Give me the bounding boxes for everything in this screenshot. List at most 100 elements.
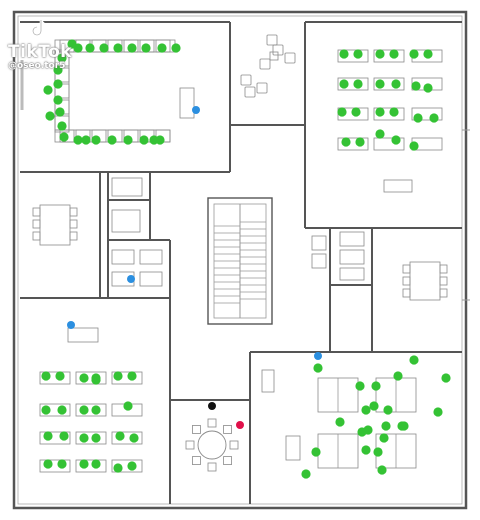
stairwell: [207, 197, 273, 325]
outer-wall-inner: [17, 15, 463, 505]
occupied-seat-marker: [375, 129, 385, 139]
toilet: [111, 249, 135, 265]
building-walls: [12, 10, 470, 510]
teacher-desk: [67, 327, 99, 343]
occupied-seat-marker: [391, 79, 401, 89]
chair: [402, 288, 411, 298]
desk-pair: [373, 49, 405, 63]
occupied-seat-marker: [43, 85, 53, 95]
occupied-seat-marker: [353, 79, 363, 89]
teacher-desk: [179, 87, 195, 119]
meeting-table: [39, 204, 71, 246]
side-table: [269, 51, 279, 61]
desk-pair: [75, 403, 107, 417]
occupied-seat-marker: [141, 43, 151, 53]
desk-pair: [373, 107, 405, 121]
occupied-seat-marker: [149, 135, 159, 145]
furniture-layer: [20, 34, 448, 473]
occupied-seat-marker: [85, 43, 95, 53]
occupied-seat-marker: [99, 43, 109, 53]
chair: [402, 264, 411, 274]
occupied-seat-marker: [377, 465, 387, 475]
occupied-seat-marker: [301, 469, 311, 479]
occupied-seat-marker: [79, 405, 89, 415]
desk-pair: [411, 107, 443, 121]
chair: [192, 456, 201, 465]
occupied-seat-marker: [157, 43, 167, 53]
occupied-seat-marker: [107, 135, 117, 145]
occupied-seat-marker: [391, 135, 401, 145]
occupied-seat-marker: [127, 371, 137, 381]
occupied-seat-marker: [91, 135, 101, 145]
desk-pair: [39, 403, 71, 417]
chair: [69, 219, 78, 229]
occupied-seat-marker: [357, 427, 367, 437]
occupied-seat-marker: [129, 433, 139, 443]
occupied-seat-marker: [113, 463, 123, 473]
occupied-seat-marker: [339, 79, 349, 89]
toilet-stall: [111, 209, 141, 233]
chair: [439, 276, 448, 286]
occupied-seat-marker: [53, 79, 63, 89]
occupied-seat-marker: [91, 373, 101, 383]
chair: [207, 418, 217, 428]
desk-pair: [111, 459, 143, 473]
tiktok-watermark: TikTok @oseo.tor5: [8, 44, 72, 71]
staff-marker-blue: [314, 352, 322, 360]
occupied-seat-marker: [57, 53, 67, 63]
occupied-seat-marker: [361, 405, 371, 415]
occupied-seat-marker: [53, 95, 63, 105]
chair: [439, 264, 448, 274]
occupied-seat-marker: [371, 381, 381, 391]
chair: [192, 425, 201, 434]
occupied-seat-marker: [361, 445, 371, 455]
staff-marker-blue: [67, 321, 75, 329]
lounge-chair: [284, 52, 296, 64]
occupied-seat-marker: [375, 107, 385, 117]
occupied-seat-marker: [123, 135, 133, 145]
occupied-seat-marker: [113, 43, 123, 53]
desk-pair: [337, 137, 369, 151]
desk-pair: [373, 77, 405, 91]
occupied-seat-marker: [355, 137, 365, 147]
occupied-seat-marker: [423, 83, 433, 93]
occupied-seat-marker: [379, 433, 389, 443]
desk: [54, 51, 70, 67]
watermark-handle: @oseo.tor5: [8, 61, 66, 71]
occupied-seat-marker: [381, 421, 391, 431]
staff-marker-blue: [127, 275, 135, 283]
toilet: [139, 271, 163, 287]
chair: [439, 288, 448, 298]
occupied-seat-marker: [393, 371, 403, 381]
lounge-chair: [244, 86, 256, 98]
chair: [207, 462, 217, 472]
toilet-stall: [339, 267, 365, 281]
occupied-seat-marker: [79, 459, 89, 469]
occupied-seat-marker: [337, 107, 347, 117]
occupant-markers: [41, 39, 451, 479]
occupied-seat-marker: [79, 433, 89, 443]
occupied-seat-marker: [139, 135, 149, 145]
occupied-seat-marker: [91, 433, 101, 443]
occupied-seat-marker: [57, 405, 67, 415]
toilet: [311, 253, 327, 269]
toilet: [311, 235, 327, 251]
teacher-desk: [383, 179, 413, 193]
occupied-seat-marker: [73, 135, 83, 145]
occupied-seat-marker: [57, 459, 67, 469]
chair: [223, 425, 232, 434]
chair: [185, 440, 195, 450]
lounge-chair: [256, 82, 268, 94]
desk-pair: [39, 459, 71, 473]
chair: [32, 231, 41, 241]
occupied-seat-marker: [429, 113, 439, 123]
occupied-seat-marker: [45, 111, 55, 121]
occupied-seat-marker: [335, 417, 345, 427]
occupied-seat-marker: [127, 461, 137, 471]
occupied-seat-marker: [375, 79, 385, 89]
occupied-seat-marker: [41, 405, 51, 415]
toilet-stall: [339, 249, 365, 265]
occupied-seat-marker: [383, 405, 393, 415]
desk-pair: [337, 49, 369, 63]
